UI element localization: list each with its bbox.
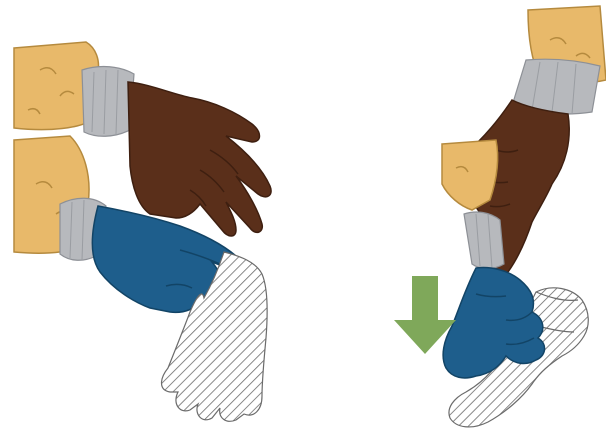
sleeve-middle <box>442 140 498 210</box>
left-illustration <box>0 0 300 435</box>
right-panel <box>300 0 606 435</box>
blue-gloved-hand-bottom <box>443 268 544 378</box>
cuff-top <box>82 67 134 137</box>
left-panel <box>0 0 300 435</box>
cuff-middle <box>464 212 504 269</box>
brown-gloved-hand <box>128 82 271 236</box>
right-illustration <box>300 0 606 435</box>
